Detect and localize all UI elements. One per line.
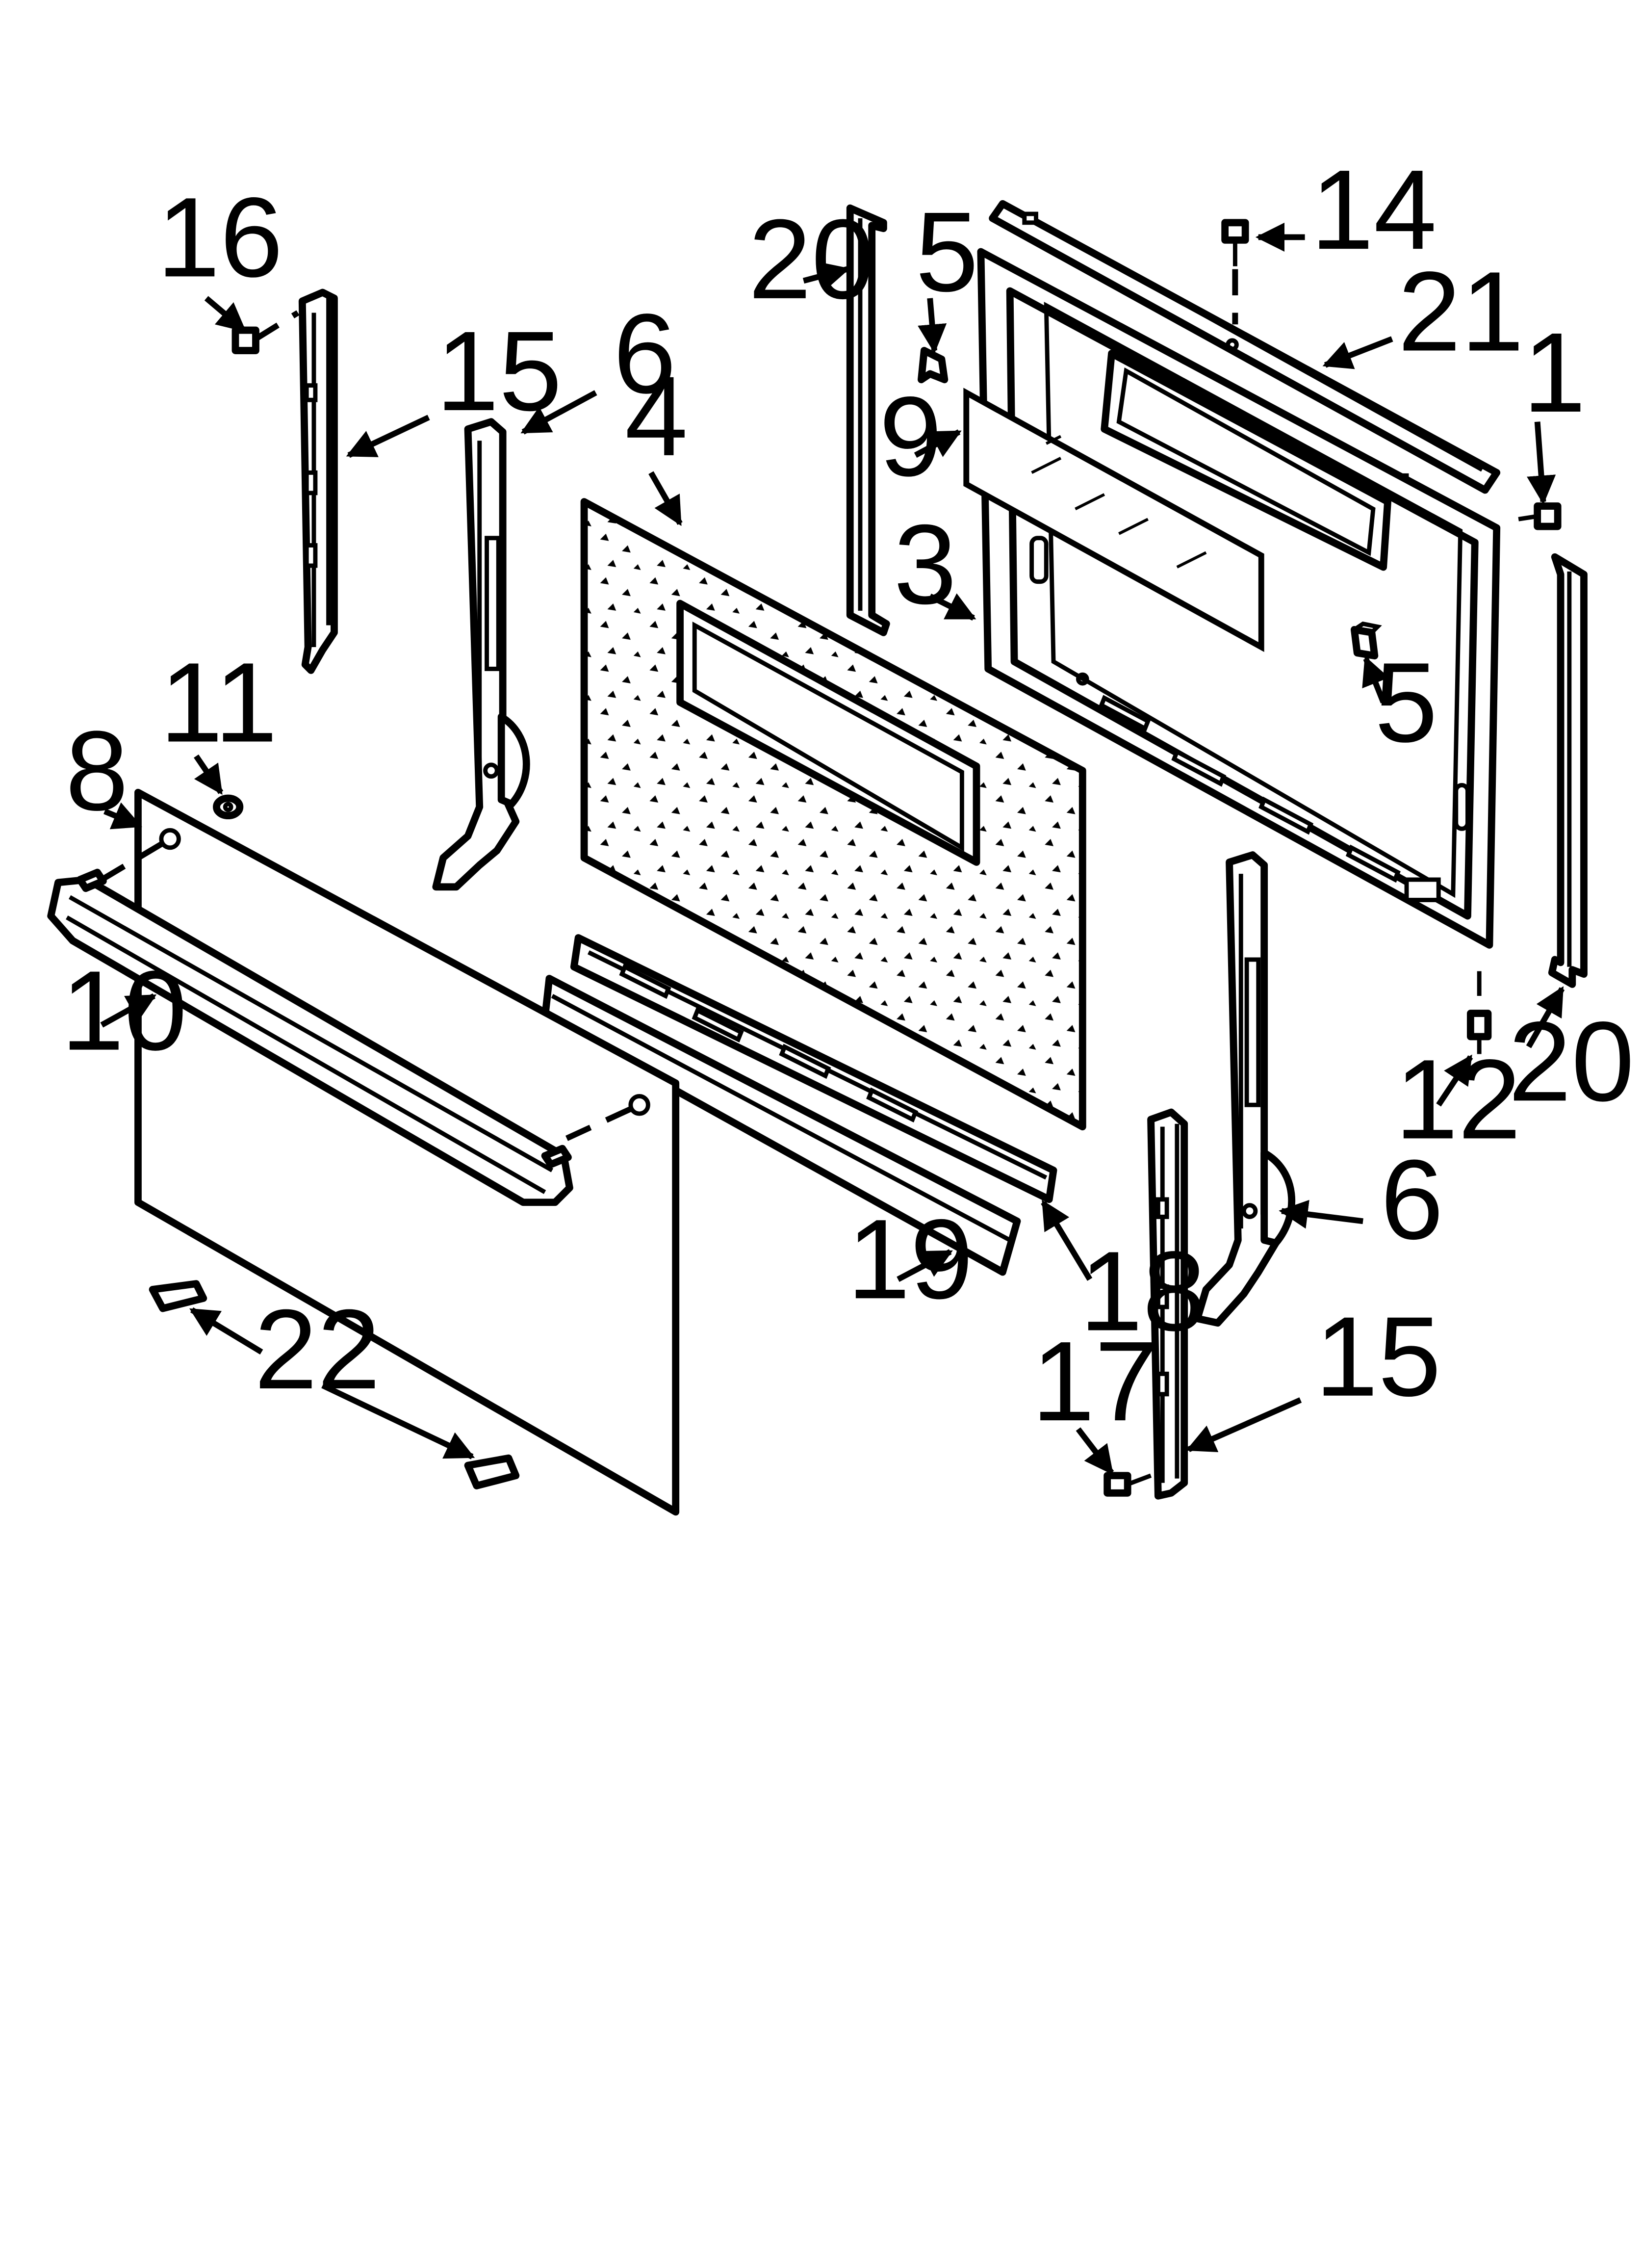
side-strip-right [1548, 553, 1588, 988]
screw-right-lower [1466, 971, 1492, 1054]
callout-8: 8 [65, 707, 128, 834]
callout-20-lower: 20 [1508, 998, 1634, 1124]
callout-3: 3 [894, 501, 957, 627]
callout-16: 16 [157, 174, 283, 300]
callout-17: 17 [1032, 1318, 1158, 1444]
callout-9: 9 [879, 373, 943, 499]
callout-11: 11 [160, 639, 278, 766]
clip-upper [918, 347, 949, 384]
hinge-left [432, 418, 530, 891]
callout-1: 1 [1523, 309, 1586, 436]
bottom-channel [570, 934, 1057, 1203]
hinge-receptacle-right [1147, 1108, 1188, 1500]
callout-15-lower: 15 [1315, 1293, 1441, 1420]
bottom-clip-left [149, 1280, 207, 1312]
callout-14: 14 [1310, 146, 1437, 273]
hinge-receptacle-left [298, 288, 338, 674]
callout-20-upper: 20 [748, 196, 874, 322]
callout-6-lower: 6 [1381, 1136, 1444, 1263]
callout-21: 21 [1398, 248, 1524, 375]
callout-22: 22 [254, 1286, 380, 1412]
callout-4: 4 [625, 353, 688, 479]
door-handle [47, 868, 573, 1206]
leader-lines [100, 222, 1565, 1475]
bottom-clip-right [464, 1454, 520, 1489]
callout-12: 12 [1395, 1036, 1521, 1162]
callout-10: 10 [61, 947, 187, 1074]
bottom-trim [541, 975, 1021, 1276]
side-strip-left [846, 204, 890, 636]
screw-top [1221, 219, 1249, 325]
insulation-panel [580, 498, 1086, 1131]
top-trim-strip [989, 200, 1501, 494]
outer-door-panel [100, 788, 680, 1516]
callout-5-upper: 5 [916, 188, 979, 315]
callout-15-upper: 15 [436, 308, 562, 434]
washer [213, 794, 244, 820]
callout-6-upper: 6 [613, 290, 676, 417]
screw-hinge-right [1103, 1472, 1152, 1497]
glass-panel [963, 388, 1264, 652]
callout-5-lower: 5 [1375, 639, 1438, 766]
callout-labels: 16 15 6 4 20 5 14 21 1 9 3 5 11 8 10 12 … [61, 146, 1634, 1444]
hinge-right [1193, 851, 1296, 1327]
clip-lower [1350, 621, 1382, 660]
callout-18: 18 [1079, 1227, 1206, 1354]
screw-hinge-left [231, 310, 300, 354]
screw-right-upper [1518, 502, 1562, 530]
callout-19: 19 [847, 1196, 973, 1322]
